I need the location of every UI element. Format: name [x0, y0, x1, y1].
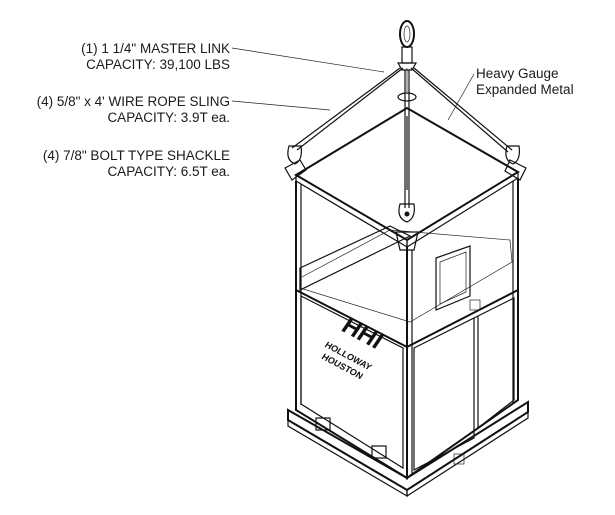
swivel — [401, 46, 413, 64]
shackle-left — [287, 145, 302, 165]
fork-pocket-right — [371, 445, 387, 459]
shackle-spec: (4) 7/8" BOLT TYPE SHACKLE — [42, 148, 230, 163]
leader-master-link — [231, 47, 385, 73]
master-link-capacity: CAPACITY: 39,100 LBS — [86, 57, 230, 72]
shackle-callout: (4) 7/8" BOLT TYPE SHACKLE CAPACITY: 6.5… — [10, 148, 230, 180]
leader-wire-rope — [231, 100, 331, 111]
sling-ferrule — [397, 92, 417, 102]
wire-rope-callout: (4) 5/8" x 4' WIRE ROPE SLING CAPACITY: … — [10, 94, 230, 126]
shackle-right — [505, 145, 520, 165]
master-link-ring — [399, 20, 415, 48]
fork-pocket-left — [315, 417, 331, 431]
gate-latch — [469, 299, 481, 311]
gate-door — [477, 297, 515, 430]
holloway-logo: HHI HOLLOWAY HOUSTON — [320, 313, 388, 381]
leader-expanded-metal — [447, 73, 475, 121]
shackles — [287, 145, 520, 223]
wire-rope-spec: (4) 5/8" x 4' WIRE ROPE SLING — [36, 94, 230, 109]
gate-window — [435, 245, 471, 311]
leader-lines — [231, 47, 475, 121]
master-link-spec: (1) 1 1/4" MASTER LINK — [81, 41, 230, 56]
shackle-front — [398, 203, 415, 223]
front-right-panel — [406, 288, 519, 480]
sling-left — [291, 67, 401, 149]
expanded-metal-panels — [299, 225, 513, 323]
gate-mesh — [413, 317, 475, 471]
expanded-metal-line2: Expanded Metal — [476, 82, 574, 97]
shackle-capacity: CAPACITY: 6.5T ea. — [107, 164, 230, 179]
master-link — [396, 20, 418, 71]
wire-rope-capacity: CAPACITY: 3.9T ea. — [107, 110, 230, 125]
base-skid — [287, 400, 529, 498]
wire-rope-slings — [291, 67, 513, 208]
master-link-callout: (1) 1 1/4" MASTER LINK CAPACITY: 39,100 … — [10, 41, 230, 73]
expanded-metal-callout: Heavy Gauge Expanded Metal — [476, 66, 574, 98]
sling-right — [413, 67, 513, 151]
expanded-metal-line1: Heavy Gauge — [476, 66, 559, 81]
